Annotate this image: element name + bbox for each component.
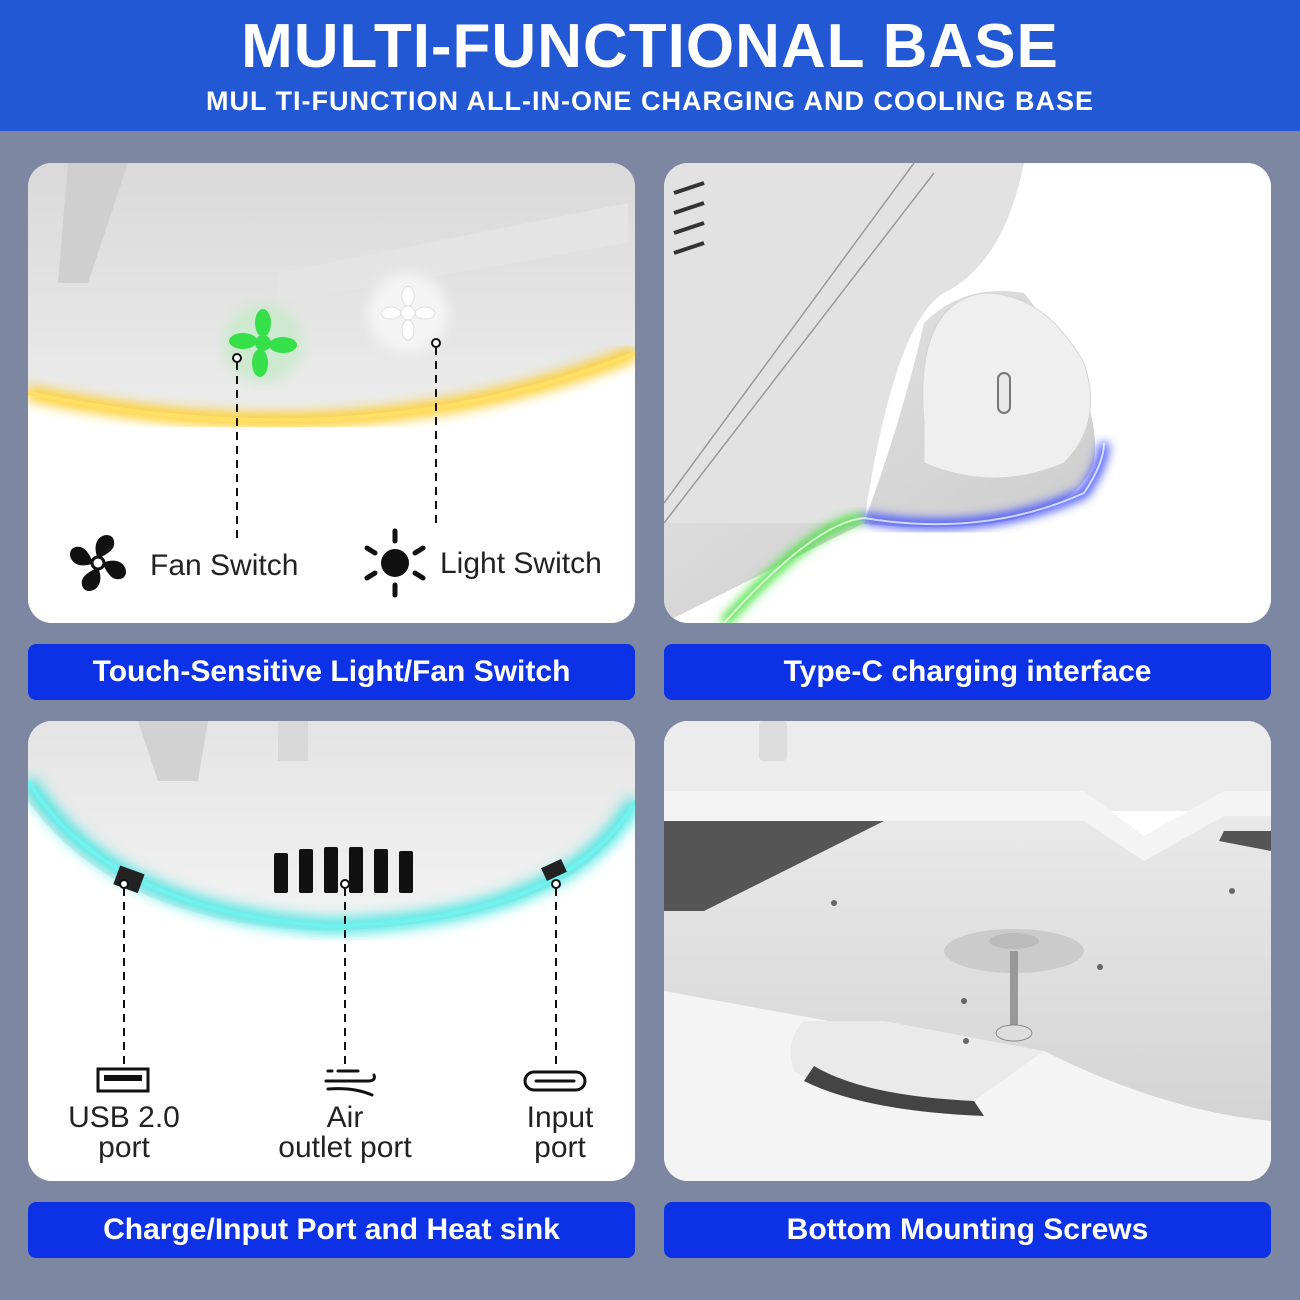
base-bottom-illustration <box>664 721 1271 1181</box>
charging-dock-illustration <box>664 163 1271 623</box>
type-c-interface-image <box>664 163 1271 623</box>
mounting-screws-image <box>664 721 1271 1181</box>
type-c-icon <box>522 1069 588 1093</box>
fan-switch-pointer <box>232 353 242 541</box>
fan-switch-label: Fan Switch <box>150 549 299 582</box>
light-switch-label: Light Switch <box>440 547 602 580</box>
usb-port-pointer <box>119 879 129 1066</box>
air-label-line1: Air <box>326 1101 364 1134</box>
input-label-line2: port <box>534 1131 586 1164</box>
air-outlet-pointer <box>340 879 350 1066</box>
page-title: MULTI-FUNCTIONAL BASE <box>241 12 1059 81</box>
usb-icon <box>96 1067 150 1093</box>
light-fan-switch-image: Fan Switch Light Switch <box>28 163 635 623</box>
input-label-line1: Input <box>526 1101 594 1134</box>
light-switch-pointer <box>431 338 441 525</box>
caption-light-fan-switch: Touch-Sensitive Light/Fan Switch <box>28 644 635 700</box>
fan-icon <box>64 529 132 597</box>
page-subtitle: MUL TI-FUNCTION ALL-IN-ONE CHARGING AND … <box>206 86 1094 116</box>
header-banner: MULTI-FUNCTIONAL BASE MUL TI-FUNCTION AL… <box>0 0 1300 131</box>
caption-type-c-interface: Type-C charging interface <box>664 644 1271 700</box>
air-label-line2: outlet port <box>278 1131 412 1164</box>
input-port-pointer <box>551 879 561 1066</box>
usb-label-line2: port <box>98 1131 150 1164</box>
caption-mounting-screws: Bottom Mounting Screws <box>664 1202 1271 1258</box>
usb-label-line1: USB 2.0 <box>68 1101 180 1134</box>
base-top-illustration <box>28 163 635 623</box>
caption-ports-heat-sink: Charge/Input Port and Heat sink <box>28 1202 635 1258</box>
base-ports-illustration <box>28 721 635 1181</box>
sun-icon <box>362 527 428 599</box>
air-icon <box>324 1065 378 1097</box>
